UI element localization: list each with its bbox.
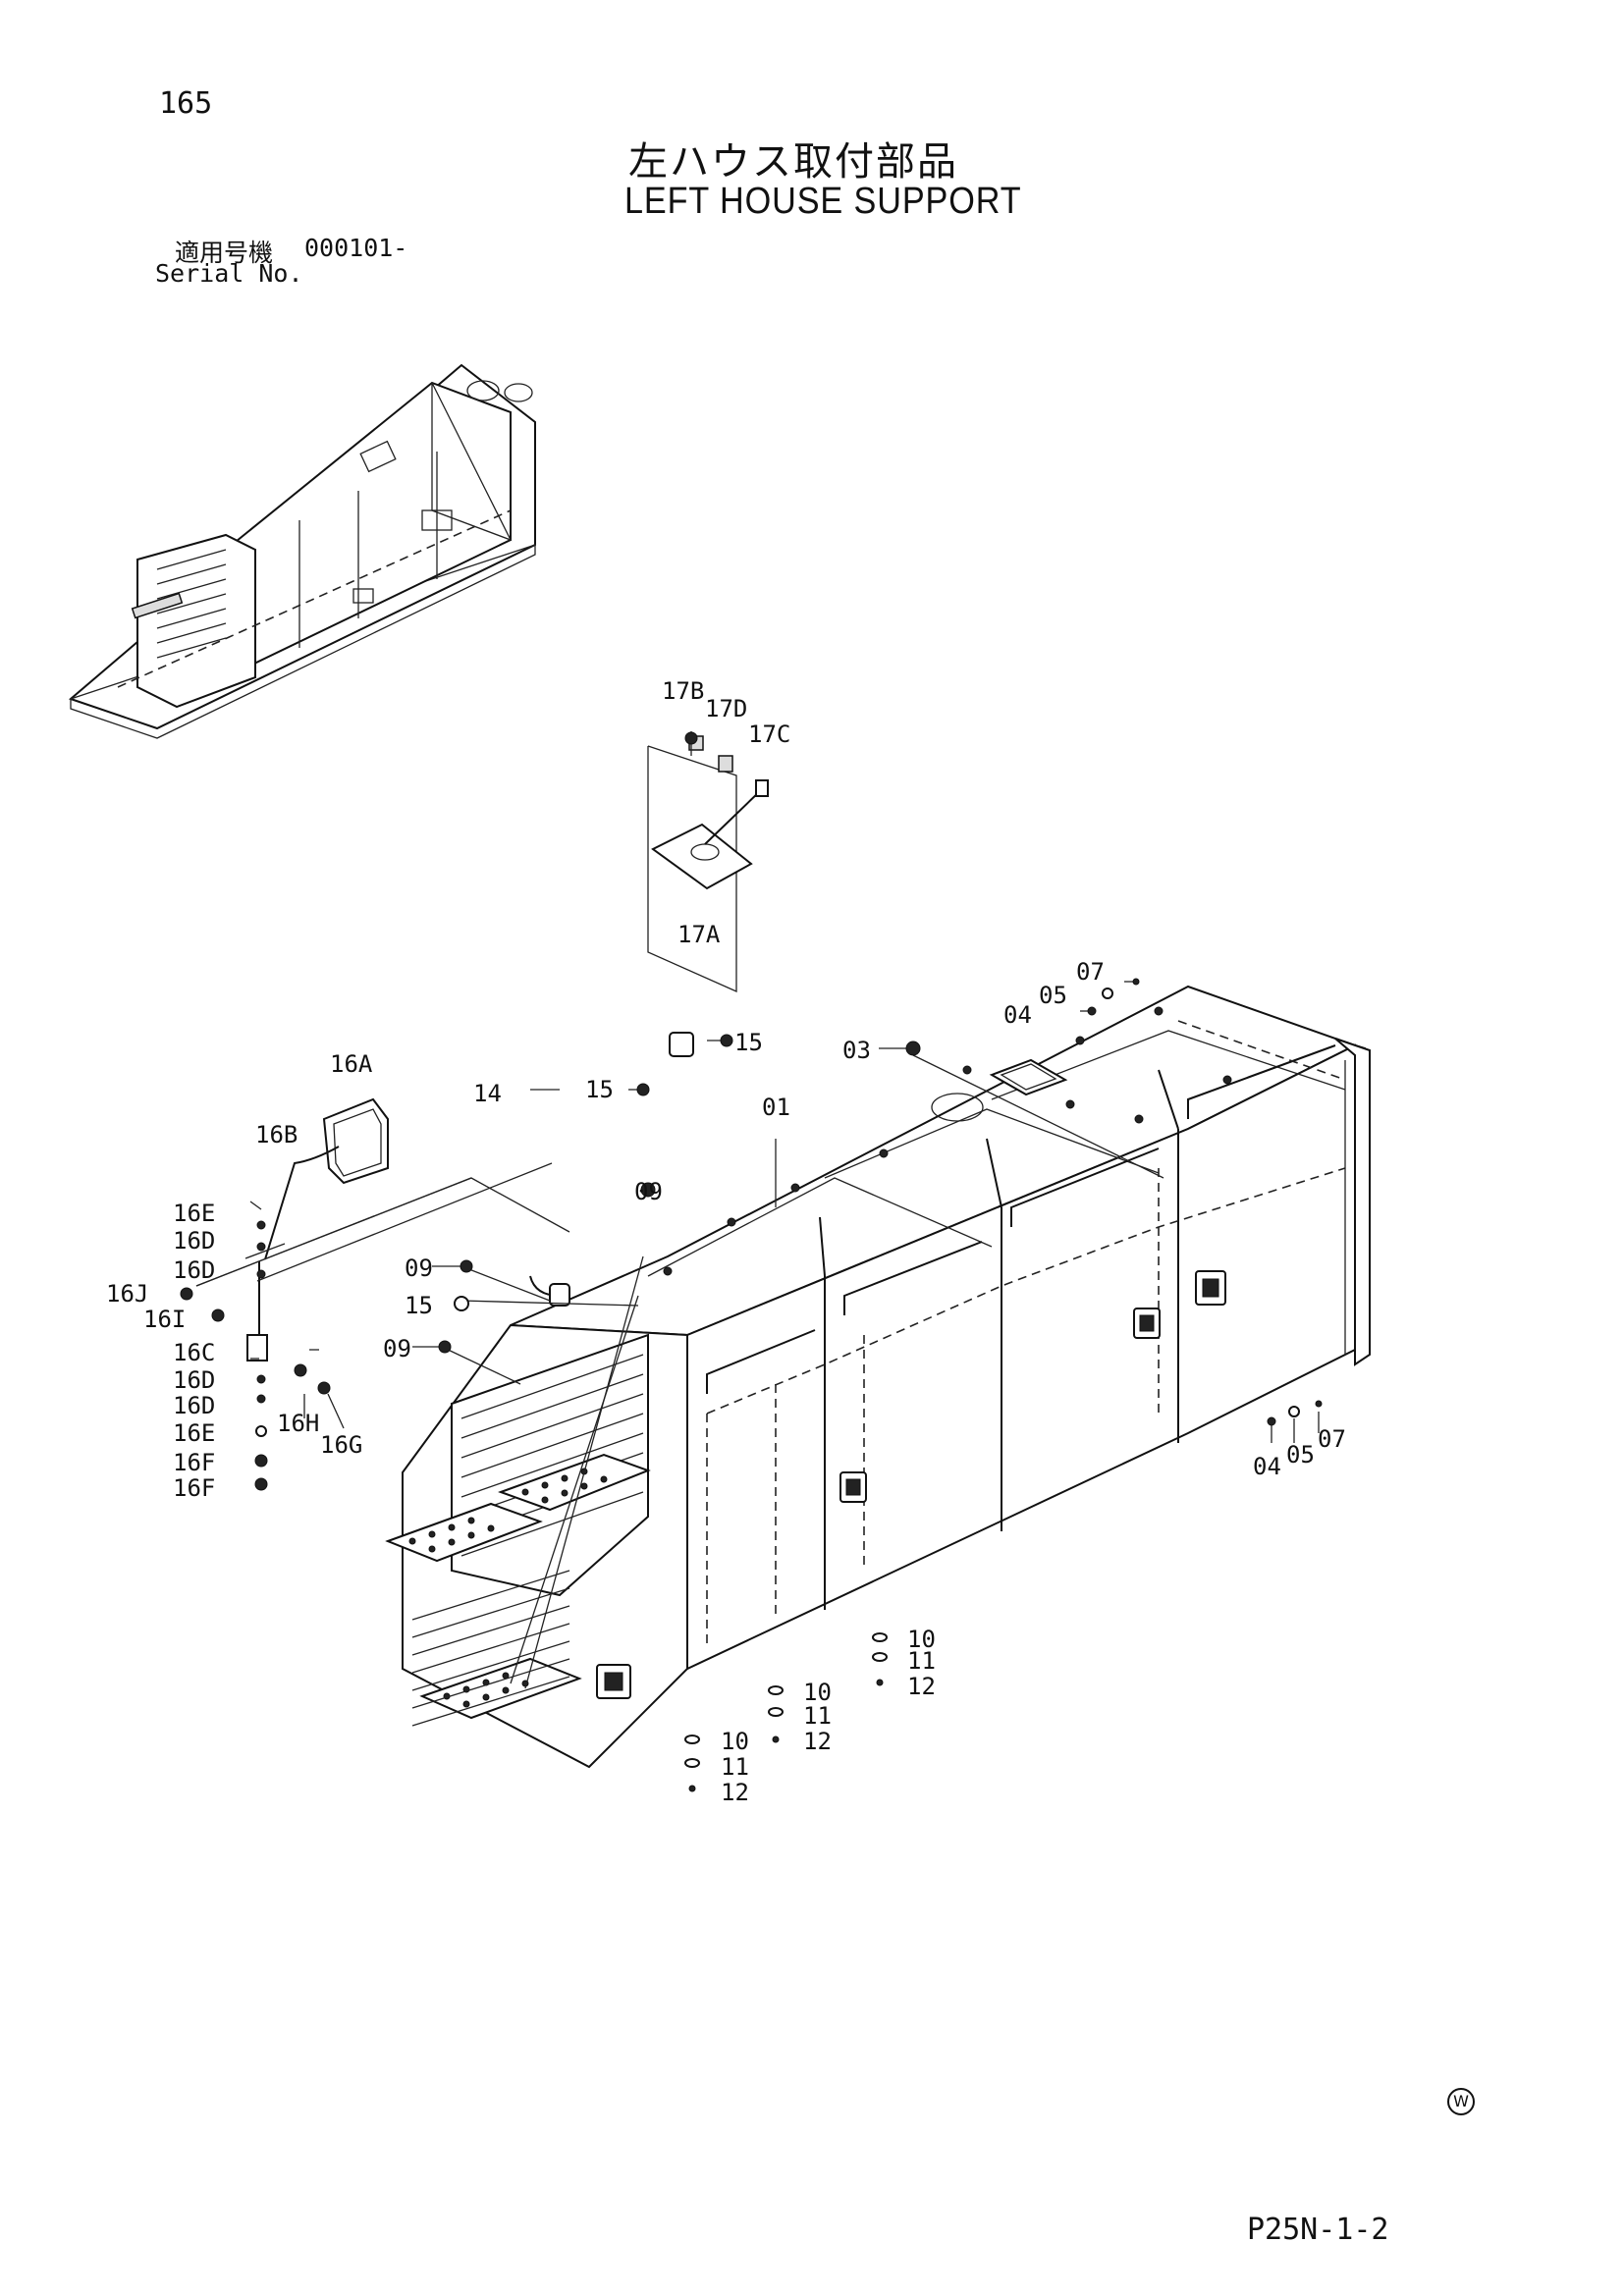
callout-label: 04 [1003, 1001, 1032, 1029]
fasteners [180, 731, 1323, 1792]
callout-label: 16B [255, 1121, 298, 1148]
callout-label: 01 [762, 1094, 790, 1121]
callout-label: 07 [1076, 958, 1105, 986]
callout-label: 16D [173, 1227, 215, 1255]
callout-label: 16F [173, 1449, 215, 1476]
callout-label: 16G [320, 1431, 362, 1459]
callout-label: 16E [173, 1419, 215, 1447]
callout-label: 12 [803, 1728, 832, 1755]
callout-label: 09 [383, 1335, 411, 1362]
handrail [519, 964, 694, 1307]
callout-label: 09 [405, 1255, 433, 1282]
callout-label: 16I [143, 1306, 186, 1333]
callout-label: 04 [1253, 1453, 1281, 1480]
serial-label-japanese: 適用号機 [175, 239, 274, 267]
callout-label: 16H [277, 1410, 319, 1437]
callout-label: 10 [907, 1626, 936, 1653]
w-circle-mark: W [1447, 2085, 1475, 2115]
callout-label: 17C [748, 721, 790, 748]
callout-label: 12 [721, 1779, 749, 1806]
callout-label: 17B [662, 677, 704, 705]
title-japanese: 左ハウス取付部品 [628, 139, 958, 185]
leader-lines [249, 731, 1320, 1443]
callout-label: 09 [634, 1178, 663, 1205]
page-code: P25N-1-2 [1247, 2213, 1389, 2247]
callout-label: 16D [173, 1256, 215, 1284]
serial-number-value: 000101- [304, 234, 408, 262]
callout-label: 17D [705, 695, 747, 722]
callout-labels: 17B 17D 17C 17A 07 05 04 15 03 16A 14 15… [106, 677, 1346, 1806]
callout-label: 15 [585, 1076, 614, 1103]
callout-label: 11 [803, 1702, 832, 1730]
serial-label-english: Serial No. [155, 259, 303, 288]
callout-label: 03 [842, 1037, 871, 1064]
callout-label: 15 [405, 1292, 433, 1319]
side-mirror-assembly [195, 1097, 570, 1362]
mirror-bracket-top [647, 735, 769, 993]
callout-label: 16D [173, 1366, 215, 1394]
callout-label: 10 [721, 1728, 749, 1755]
callout-label: 11 [907, 1647, 936, 1675]
callout-label: 16A [330, 1050, 373, 1078]
callout-label: 16E [173, 1200, 215, 1227]
callout-label: 16D [173, 1392, 215, 1419]
callout-label: 16J [106, 1280, 148, 1308]
callout-label: 07 [1318, 1425, 1346, 1453]
page-number: 165 [159, 86, 213, 121]
callout-label: 12 [907, 1673, 936, 1700]
callout-label: 05 [1286, 1441, 1315, 1468]
callout-label: 16F [173, 1474, 215, 1502]
title-english: LEFT HOUSE SUPPORT [624, 181, 1022, 222]
callout-label: 14 [473, 1080, 502, 1107]
callout-label: 10 [803, 1679, 832, 1706]
callout-label: 05 [1039, 982, 1067, 1009]
callout-label: 15 [734, 1029, 763, 1056]
callout-label: 16C [173, 1339, 215, 1366]
step-assembly [385, 1255, 651, 1727]
callout-label: 11 [721, 1753, 749, 1781]
callout-label: 17A [677, 921, 721, 948]
machine-overview-thumbnail [69, 363, 536, 739]
